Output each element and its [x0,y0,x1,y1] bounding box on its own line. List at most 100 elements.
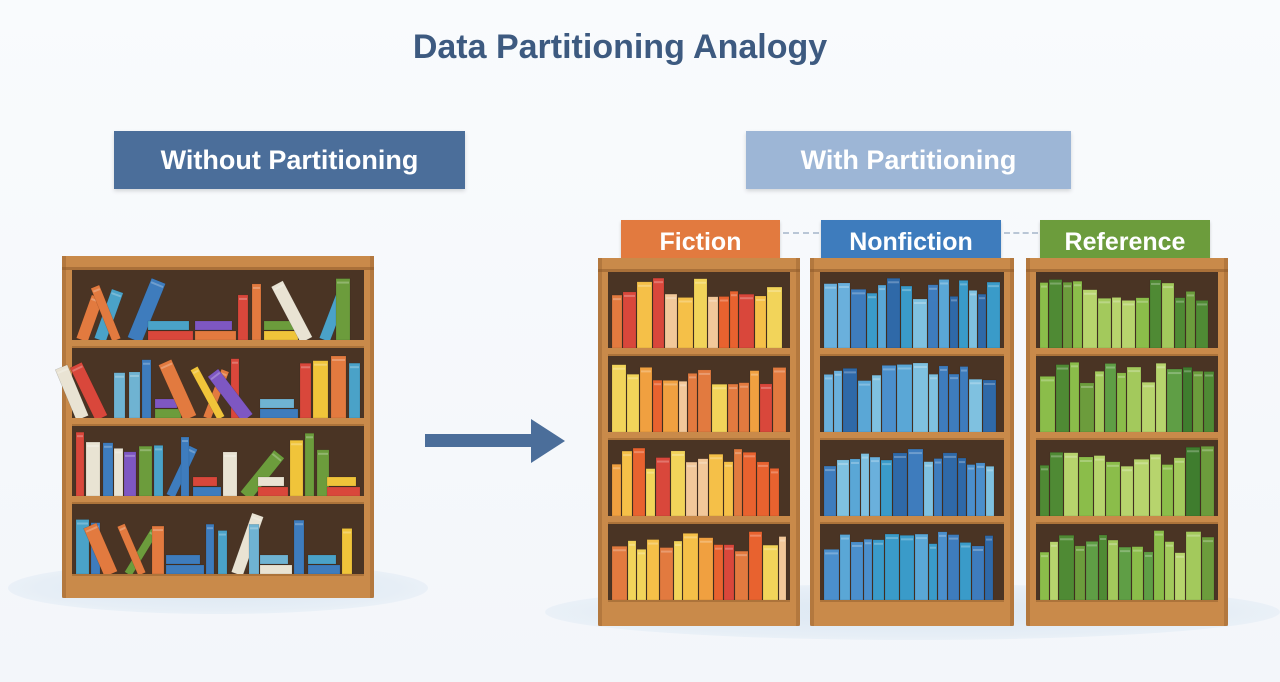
book [75,431,85,497]
book [849,458,861,517]
book [912,362,929,433]
book [733,448,743,517]
book [959,366,969,433]
book [880,459,893,517]
book [141,359,152,419]
book [636,281,653,349]
book [677,297,694,349]
book [914,533,929,601]
book [900,285,913,349]
book [742,452,757,517]
book [866,292,878,349]
book [912,298,928,349]
book [933,458,943,517]
book [1135,297,1150,349]
book [335,278,351,341]
book [1166,368,1183,433]
book [1069,362,1080,433]
book [711,384,728,433]
book [1161,464,1174,517]
bookshelf-unpartitioned [54,256,374,598]
book [1097,298,1112,349]
book [659,547,674,601]
book [621,450,633,517]
category-label-reference: Reference [1040,220,1210,264]
book [1055,364,1070,433]
book [693,278,708,349]
book [304,433,315,497]
book [1195,300,1209,349]
book [748,531,763,601]
book [1049,452,1064,517]
book [1039,376,1056,433]
book [971,545,985,601]
book [839,534,851,601]
book [863,539,873,601]
book [877,284,887,349]
book [1185,531,1202,601]
book [881,365,897,433]
book [982,379,997,433]
book [632,447,646,517]
book [1049,541,1059,601]
connector-nonfiction-reference [1004,232,1038,236]
book [1155,363,1167,433]
book [942,452,958,517]
book [766,286,783,349]
book [611,364,627,433]
book [682,533,699,601]
book [986,281,1001,349]
book [217,530,228,575]
book [673,540,683,601]
book [664,293,678,349]
book [769,468,780,517]
book [984,535,994,601]
book [678,381,688,433]
book [1153,530,1165,601]
book [1133,459,1150,517]
book [1121,300,1136,349]
book [1039,551,1050,601]
book [698,537,714,601]
book [330,355,347,419]
book [718,296,730,349]
book [113,372,126,419]
book [1149,454,1162,517]
book [823,465,837,517]
book [1143,551,1154,601]
book [1185,291,1196,349]
book [842,368,858,433]
book [968,379,983,433]
book [1085,541,1099,601]
book [886,278,901,349]
book [113,448,124,497]
book [749,370,760,433]
book [928,543,938,601]
book [1079,382,1095,433]
book [341,528,353,575]
book [836,459,850,517]
book [237,294,249,341]
book [1185,447,1201,517]
book [837,282,851,349]
bookshelf-reference [1026,258,1228,626]
book [1111,297,1122,349]
book [850,289,867,349]
book [756,461,770,517]
book [1062,282,1073,349]
book [1072,280,1083,349]
book [1161,282,1175,349]
book [639,367,653,433]
book [957,457,967,517]
book [123,451,137,497]
book [180,436,190,497]
book [1116,372,1127,433]
book [778,536,787,601]
book [727,383,739,433]
book [713,544,724,601]
book [1174,552,1186,601]
book [1118,546,1132,601]
book [968,290,978,349]
book [687,373,698,433]
book [289,439,304,497]
